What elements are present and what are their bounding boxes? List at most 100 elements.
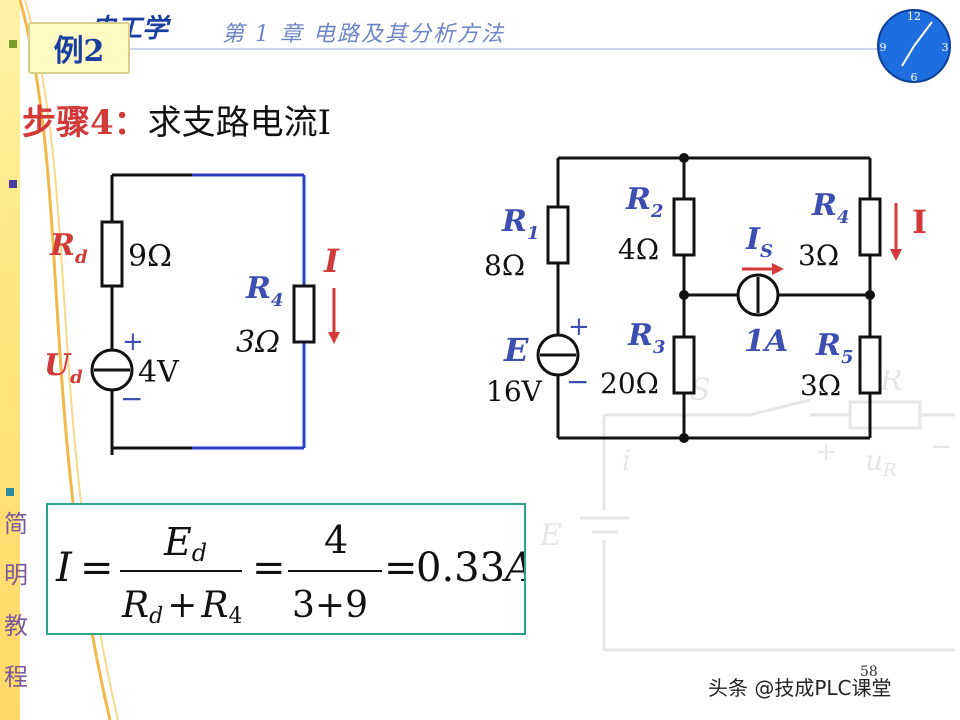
is-label: IS	[745, 222, 773, 262]
r2-value: 4Ω	[618, 233, 659, 266]
chapter-title: 第 1 章 电路及其分析方法	[222, 22, 505, 47]
step-title: 步骤4：求支路电流I	[22, 95, 331, 144]
step-lead: 步骤4：	[22, 103, 148, 143]
resistor-r4	[858, 197, 882, 257]
r1-label: R1	[501, 204, 539, 244]
resistor-r5	[858, 335, 882, 395]
e-plus: +	[568, 312, 590, 342]
rd-label: Rd	[49, 228, 88, 268]
faint-minus: −	[930, 432, 952, 462]
r4-value: 3Ω	[798, 239, 839, 272]
r5-sub: 5	[841, 347, 854, 368]
formula-den1-b: R	[200, 585, 228, 626]
r4-sub: 4	[837, 207, 850, 228]
clock-number: 3	[942, 41, 949, 54]
is-name: I	[745, 222, 761, 257]
sidebar-char: 简	[4, 510, 28, 538]
r1-sub: 1	[527, 223, 540, 244]
sidebar-bullet	[6, 488, 14, 496]
formula-den1: Rd+R4	[121, 585, 242, 629]
ud-value: 4V	[138, 355, 180, 390]
formula-eq2: =	[252, 545, 286, 591]
sidebar-char: 程	[4, 663, 28, 691]
sidebar-bullet	[9, 180, 17, 188]
faint-voltage-label: uR	[865, 444, 897, 481]
r5-value: 3Ω	[800, 369, 841, 402]
formula-lhs: I	[55, 545, 73, 591]
clock-number: 12	[907, 10, 921, 23]
left-circuit: Rd 9Ω Ud 4V + − R4 3Ω I	[44, 173, 340, 455]
clock-icon: 12 3 6 9	[877, 9, 951, 84]
is-sub: S	[760, 241, 773, 262]
faint-voltage-main: u	[865, 444, 883, 477]
formula-eq: =	[80, 545, 114, 591]
r2-name: R	[625, 182, 651, 217]
r4-left-sub: 4	[271, 290, 284, 311]
sidebar-char: 教	[4, 612, 28, 640]
r5-label: R5	[815, 328, 853, 368]
sidebar-bullet	[9, 40, 17, 48]
faint-source-label: E	[540, 518, 562, 553]
resistor-r2	[672, 197, 696, 257]
ud-plus: +	[122, 327, 144, 357]
r4-label: R4	[811, 188, 849, 228]
junction-node	[679, 290, 689, 300]
ud-label: Ud	[44, 348, 83, 388]
r4-left-label: R4	[245, 271, 283, 311]
formula-den1-plus: +	[167, 585, 197, 626]
faint-voltage-sub: R	[882, 460, 897, 481]
watermark: 头条 @技成PLC课堂	[708, 676, 892, 700]
clock-number: 9	[880, 41, 887, 54]
r5-name: R	[815, 328, 841, 363]
formula: I = Ed Rd+R4 = 4 3+9 = 0.33A	[55, 518, 534, 629]
is-value: 1A	[744, 324, 788, 359]
formula-eq3: =	[384, 545, 418, 591]
r1-name: R	[501, 204, 527, 239]
faint-resistor-label: R	[879, 370, 903, 398]
e-minus: −	[566, 365, 589, 398]
rd-sub: d	[75, 247, 88, 268]
sidebar-char: 明	[4, 561, 28, 589]
faint-plus: +	[815, 437, 837, 467]
faint-current-label: i	[622, 444, 631, 477]
r2-sub: 2	[650, 201, 664, 222]
example-label: 例2	[28, 22, 130, 74]
formula-num2: 4	[324, 518, 348, 562]
rd-value: 9Ω	[128, 239, 172, 274]
formula-den2: 3+9	[292, 585, 368, 626]
e-label: E	[503, 331, 529, 369]
rd-name: R	[49, 228, 75, 263]
resistor-r1	[546, 205, 570, 265]
formula-num1-main: E	[163, 520, 192, 564]
right-circuit: R1 8Ω R2 4Ω R4 3Ω I IS 1A R3 20Ω R5 3Ω E…	[484, 153, 927, 443]
r3-value: 20Ω	[600, 367, 659, 400]
junction-node	[865, 290, 875, 300]
page-number: 58	[860, 664, 878, 680]
ud-sub: d	[70, 367, 83, 388]
r4-left-value: 3Ω	[236, 325, 280, 360]
resistor-r4-left	[292, 284, 316, 344]
formula-den1-b-sub: 4	[228, 604, 242, 629]
r2-label: R2	[625, 182, 663, 222]
r3-sub: 3	[653, 337, 666, 358]
junction-node	[679, 153, 689, 163]
r3-label: R3	[627, 318, 665, 358]
formula-num1: Ed	[163, 520, 207, 567]
formula-result-unit: A	[501, 545, 524, 591]
junction-node	[679, 433, 689, 443]
current-i-left: I	[323, 242, 340, 280]
current-i-right: I	[912, 203, 927, 241]
ud-name: U	[44, 348, 72, 383]
formula-num1-sub: d	[192, 539, 207, 567]
r4-name: R	[811, 188, 837, 223]
r3-name: R	[627, 318, 653, 353]
faint-background-circuit: S i R + uR − E	[540, 370, 955, 652]
r4-left-name: R	[245, 271, 271, 306]
formula-result-value: 0.33	[416, 545, 505, 591]
header-divider	[130, 48, 880, 50]
resistor-r3	[672, 335, 696, 395]
formula-box: I = Ed Rd+R4 = 4 3+9 = 0.33A	[46, 503, 534, 635]
formula-result: 0.33A	[416, 545, 524, 591]
clock-number: 6	[911, 71, 918, 84]
formula-den1-a: R	[121, 585, 149, 626]
